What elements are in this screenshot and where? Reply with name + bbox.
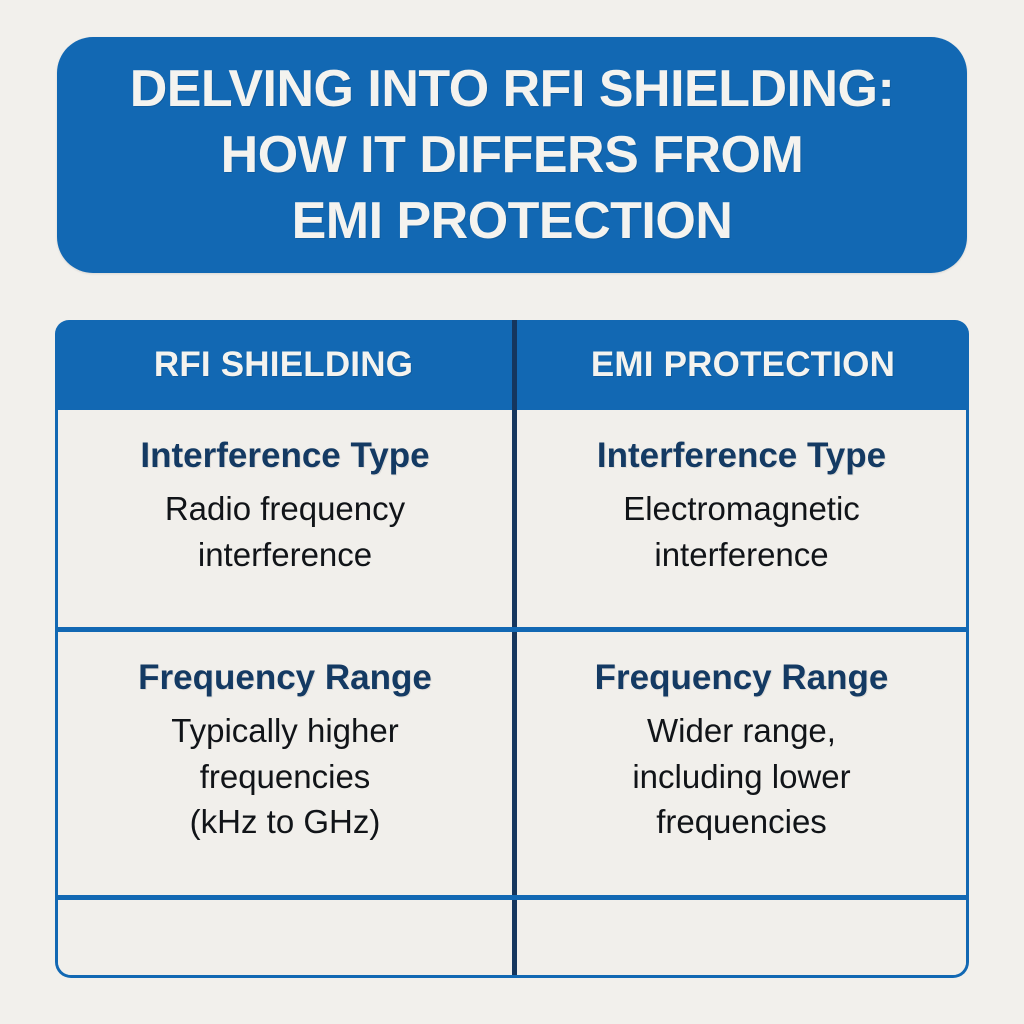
cell-value-line: frequencies	[199, 757, 371, 795]
column-header-emi-protection: EMI PROTECTION	[512, 320, 969, 410]
column-header-rfi-shielding: RFI SHIELDING	[153, 345, 414, 384]
table-body: Interference Type Radio frequency interf…	[55, 410, 969, 978]
cell-value-line: including lower	[632, 757, 851, 795]
cell-label: Frequency Range	[594, 658, 889, 697]
table-header-row: RFI SHIELDING EMI PROTECTION	[55, 320, 969, 410]
table-row: Interference Type Radio frequency interf…	[58, 410, 966, 632]
cell-emi-interference-type: Interference Type Electromagnetic interf…	[512, 410, 966, 627]
table-row: Frequency Range Typically higher frequen…	[58, 632, 966, 900]
cell-emi-empty	[512, 900, 966, 975]
title-card: DELVING INTO RFI SHIELDING: HOW IT DIFFE…	[57, 37, 967, 273]
cell-value: Radio frequency interference	[76, 486, 494, 577]
cell-value-line: Radio frequency	[164, 490, 406, 528]
title-line-1: DELVING INTO RFI SHIELDING:	[129, 59, 895, 118]
cell-value-line: Wider range,	[647, 712, 836, 750]
cell-emi-frequency-range: Frequency Range Wider range, including l…	[512, 632, 966, 895]
cell-value-line: Electromagnetic	[623, 490, 860, 528]
cell-label: Interference Type	[596, 436, 887, 475]
cell-value-line: (kHz to GHz)	[189, 803, 381, 841]
title-line-2: HOW IT DIFFERS FROM	[220, 125, 804, 184]
cell-label: Interference Type	[140, 436, 430, 475]
page-title: DELVING INTO RFI SHIELDING: HOW IT DIFFE…	[82, 56, 942, 254]
cell-rfi-frequency-range: Frequency Range Typically higher frequen…	[58, 632, 512, 895]
cell-label: Frequency Range	[138, 658, 432, 697]
cell-value-line: Typically higher	[171, 712, 399, 750]
cell-rfi-interference-type: Interference Type Radio frequency interf…	[58, 410, 512, 627]
comparison-table: RFI SHIELDING EMI PROTECTION Interferenc…	[55, 320, 969, 978]
title-line-3: EMI PROTECTION	[291, 192, 733, 251]
cell-value-line: frequencies	[656, 803, 827, 841]
cell-value: Typically higher frequencies (kHz to GHz…	[76, 708, 494, 845]
cell-value: Wider range, including lower frequencies	[535, 708, 948, 845]
table-row-empty	[58, 900, 966, 975]
cell-value-line: interference	[654, 535, 829, 573]
cell-value: Electromagnetic interference	[535, 486, 948, 577]
cell-rfi-empty	[58, 900, 512, 975]
cell-value-line: interference	[197, 535, 373, 573]
